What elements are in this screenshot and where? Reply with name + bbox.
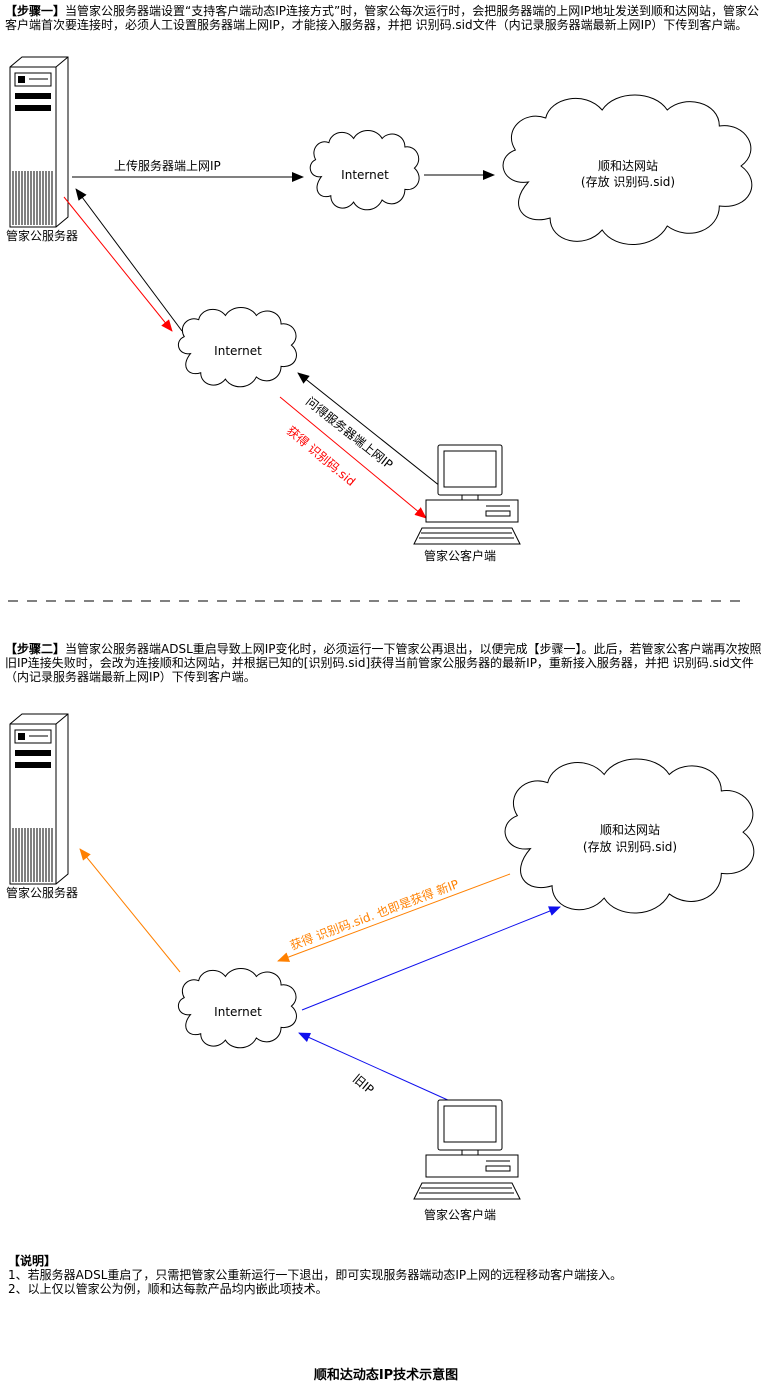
website-sub: (存放 识别码.sid) — [581, 174, 675, 189]
diagram-title: 顺和达动态IP技术示意图 — [313, 1368, 459, 1383]
client-computer-icon — [413, 444, 521, 545]
client-label: 管家公客户端 — [424, 1207, 496, 1222]
client-label: 管家公客户端 — [424, 548, 496, 563]
website-name: 顺和达网站 — [598, 159, 658, 173]
client-computer-icon — [413, 1099, 521, 1200]
step1-diagram: 管家公服务器 上传服务器端上网IP Internet 顺和达网站 (存放 识别码… — [6, 56, 753, 563]
website-to-internet-newip-arrow — [277, 873, 511, 962]
step2-heading-text: 当管家公服务器端ADSL重启导致上网IP变化时，必须运行一下管家公再退出，以便完… — [5, 642, 762, 684]
old-ip-label: 旧IP — [350, 1072, 376, 1097]
note-item-2: 2、以上仅以管家公为例，顺和达每款产品均内嵌此项技术。 — [8, 1282, 328, 1296]
server-to-internet-sid-arrow — [63, 196, 173, 332]
client-ask-ip-arrow — [297, 372, 451, 495]
internet-to-website-arrow — [301, 906, 561, 1011]
get-new-ip-label: 获得 识别码.sid. 也即是获得 新IP — [288, 876, 461, 953]
note-item-1: 1、若服务器ADSL重启了，只需把管家公重新运行一下退出，即可实现服务器端动态I… — [8, 1268, 623, 1282]
step1-heading-text: 当管家公服务器端设置“支持客户端动态IP连接方式”时，管家公每次运行时，会把服务… — [5, 4, 760, 32]
internet-to-server-arrow — [75, 188, 183, 332]
server-icon — [9, 713, 69, 885]
step2-heading-tag: 【步骤二】 — [5, 642, 66, 656]
step2-diagram: 管家公服务器 顺和达网站 (存放 识别码.sid) Internet 获得 识别… — [6, 713, 755, 1222]
internet-to-server-newip-arrow — [79, 848, 181, 973]
website-name: 顺和达网站 — [600, 823, 660, 837]
internet-cloud-1-label: Internet — [341, 168, 389, 182]
step2-heading: 【步骤二】当管家公服务器端ADSL重启导致上网IP变化时，必须运行一下管家公再退… — [5, 642, 767, 684]
website-sub: (存放 识别码.sid) — [583, 839, 677, 854]
notes-section: 【说明】 1、若服务器ADSL重启了，只需把管家公重新运行一下退出，即可实现服务… — [8, 1254, 768, 1296]
notes-tag: 【说明】 — [8, 1254, 57, 1268]
internet-cloud-2-label: Internet — [214, 344, 262, 358]
server-icon — [9, 56, 69, 228]
step1-heading: 【步骤一】当管家公服务器端设置“支持客户端动态IP连接方式”时，管家公每次运行时… — [5, 4, 767, 32]
internet-cloud-label: Internet — [214, 1005, 262, 1019]
get-sid-arrow — [279, 396, 427, 519]
client-old-ip-arrow — [298, 1032, 451, 1102]
server-label: 管家公服务器 — [6, 885, 78, 900]
server-label: 管家公服务器 — [6, 228, 78, 243]
step1-heading-tag: 【步骤一】 — [5, 4, 66, 18]
upload-ip-arrow-label: 上传服务器端上网IP — [114, 158, 221, 173]
